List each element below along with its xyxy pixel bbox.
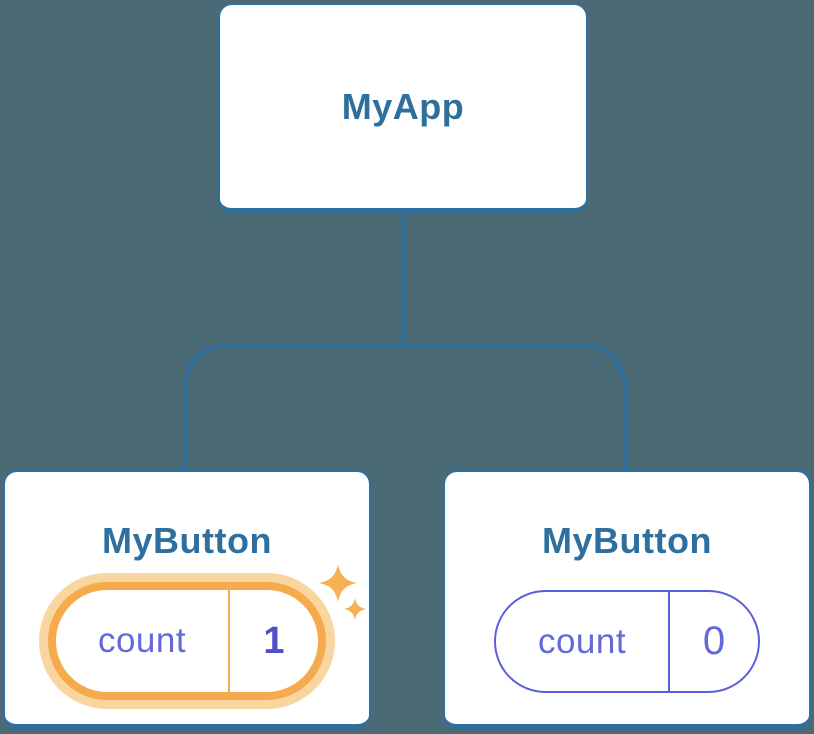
state-key-label: count — [537, 621, 627, 661]
state-pill-highlighted: count 1 — [48, 582, 326, 700]
state-value: 0 — [702, 619, 726, 663]
state-value: 1 — [263, 619, 285, 662]
state-key-label: count — [97, 621, 187, 660]
node-mybutton-1-title: MyButton — [102, 520, 272, 561]
node-mybutton-2: MyButton count 0 — [443, 470, 811, 729]
sparkle-icon — [344, 598, 366, 620]
node-myapp-title: MyApp — [341, 85, 465, 127]
tree-connector-branch — [183, 343, 627, 474]
pill-divider — [228, 590, 230, 692]
tree-connector-stem — [401, 211, 405, 347]
pill-divider — [668, 592, 670, 691]
sparkle-icon — [319, 564, 357, 602]
state-pill: count 0 — [494, 590, 760, 693]
node-mybutton-2-title: MyButton — [542, 520, 712, 561]
node-myapp: MyApp — [218, 3, 588, 213]
node-mybutton-1: MyButton count 1 — [3, 470, 371, 729]
